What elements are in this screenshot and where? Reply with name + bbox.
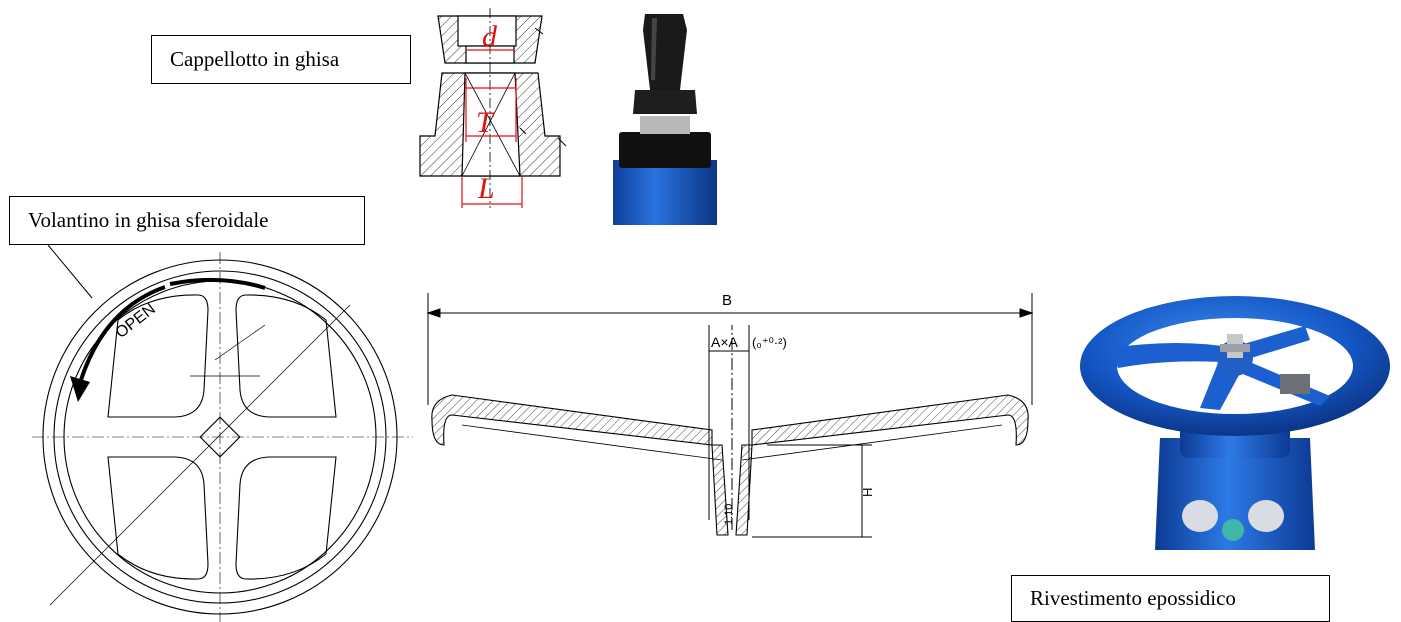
cappellotto-label-text: Cappellotto in ghisa <box>170 47 340 71</box>
cap-dim-d: d <box>482 20 498 53</box>
rivestimento-label-text: Rivestimento epossidico <box>1030 586 1236 610</box>
valve-photo <box>1080 296 1390 550</box>
volantino-label-text: Volantino in ghisa sferoidale <box>28 208 269 232</box>
cap-section-drawing: d T L <box>419 8 567 208</box>
cap-dim-t: T <box>476 106 495 139</box>
volantino-label: Volantino in ghisa sferoidale <box>9 196 365 245</box>
cap-dim-l: L <box>477 172 495 205</box>
rivestimento-label: Rivestimento epossidico <box>1011 575 1330 622</box>
dim-square: A×A <box>711 334 739 350</box>
open-direction-label: OPEN <box>113 301 159 342</box>
dim-b: B <box>722 292 732 309</box>
cappellotto-label: Cappellotto in ghisa <box>151 35 411 84</box>
cap-photo <box>613 14 717 225</box>
handwheel-section-drawing: B A×A (₀⁺⁰·²) H 1:10 <box>426 292 1034 538</box>
dim-h: H <box>860 488 875 497</box>
dim-tolerance: (₀⁺⁰·²) <box>752 335 787 350</box>
handwheel-plan-drawing: OPEN <box>32 252 413 622</box>
